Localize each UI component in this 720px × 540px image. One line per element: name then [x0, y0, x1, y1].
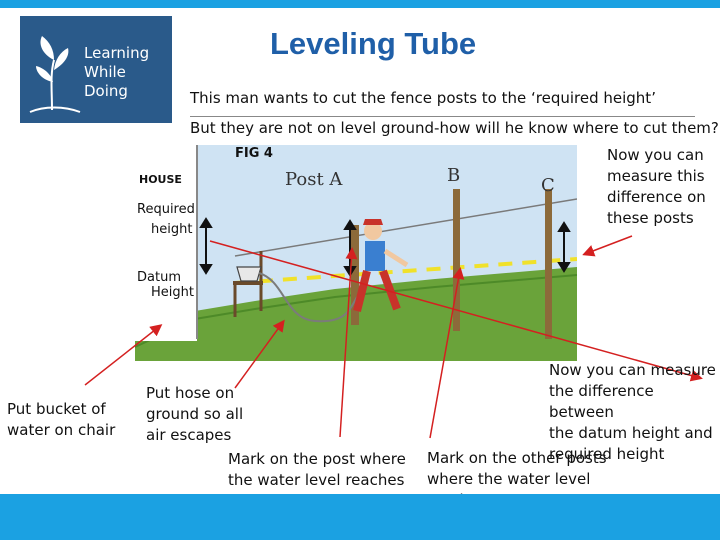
note-mark-post: Mark on the post where the water level r… — [228, 450, 406, 489]
note-measure-posts: Now you can measure this difference on t… — [607, 146, 706, 227]
logo-line-2: While — [84, 63, 126, 81]
post-b-label: B — [447, 165, 460, 186]
subtitle-2: But they are not on level ground-how wil… — [190, 119, 719, 137]
page-title: Leveling Tube — [270, 26, 477, 61]
datum-label-2: Height — [151, 285, 194, 300]
required-label-1: Required — [137, 202, 195, 217]
logo-line-1: Learning — [84, 44, 150, 62]
learning-while-doing-logo: Learning While Doing — [20, 16, 172, 123]
logo-text: Learning While Doing — [84, 44, 149, 101]
top-accent-bar — [0, 0, 720, 8]
required-label-2: height — [151, 222, 192, 237]
post-c-label: C — [541, 175, 555, 196]
bottom-accent-bar — [0, 494, 720, 540]
post-c — [545, 189, 552, 339]
leveling-tube-illustration: Post A B C FIG 4 HOUSE Required height D… — [135, 141, 577, 361]
house-label: HOUSE — [139, 173, 182, 186]
logo-plant-icon — [29, 36, 81, 113]
note-hose: Put hose on ground so all air escapes — [146, 384, 244, 444]
bucket-icon — [236, 266, 262, 282]
datum-label-1: Datum — [137, 270, 181, 285]
post-b — [453, 189, 460, 331]
divider — [190, 116, 695, 117]
note-measure-difference: Now you can measure the difference betwe… — [549, 361, 716, 463]
fig-label: FIG 4 — [235, 146, 273, 161]
subtitle-1: This man wants to cut the fence posts to… — [190, 89, 656, 107]
logo-line-3: Doing — [84, 82, 128, 100]
note-bucket: Put bucket of water on chair — [7, 400, 116, 439]
post-a-label: Post A — [285, 169, 343, 190]
